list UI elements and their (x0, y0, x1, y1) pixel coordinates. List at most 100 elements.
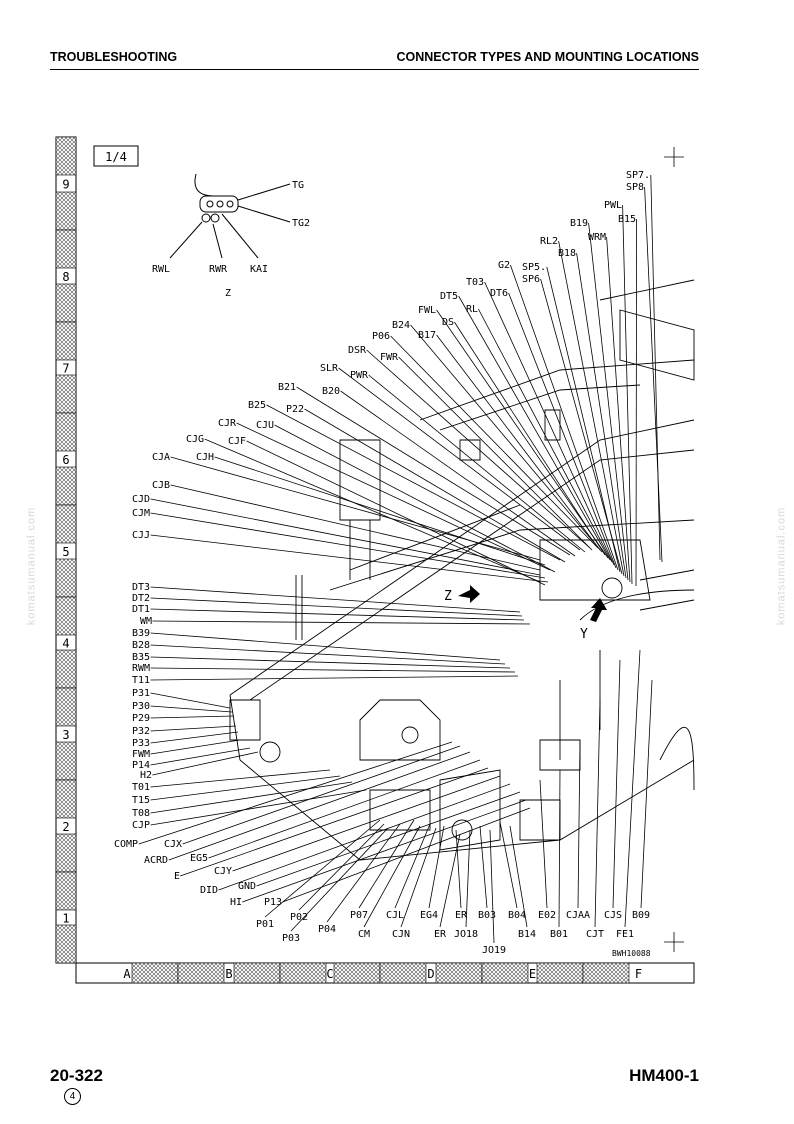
connector-label-b14-b15: B14 (518, 929, 536, 940)
detail-z-label-rwl: RWL (152, 264, 170, 275)
connector-label-slr-8: SLR (320, 363, 339, 374)
connector-label-p01-b0: P01 (256, 919, 274, 930)
connector-label-sp8-31: SP8 (626, 182, 644, 193)
revision-mark: 4 (64, 1088, 81, 1105)
connector-label-t11-14: T11 (132, 675, 150, 686)
connector-label-cjj-5: CJJ (132, 530, 150, 541)
connector-label-gnd-34: GND (238, 881, 256, 892)
connector-label-cjf-1: CJF (228, 436, 246, 447)
registration-marks (664, 147, 684, 952)
row-label-2: 2 (62, 820, 69, 834)
connector-label-p14-21: P14 (132, 760, 150, 771)
connector-label-p33-19: P33 (132, 738, 150, 749)
connector-label-er-b10: ER (434, 929, 447, 940)
connector-label-cjr-2: CJR (218, 418, 237, 429)
connector-label-h2-22: H2 (140, 770, 152, 781)
connector-label-p31-15: P31 (132, 688, 150, 699)
connector-label-dsr-10: DSR (348, 345, 367, 356)
connector-label-cjs-b20: CJS (604, 910, 622, 921)
connector-label-did-33: DID (200, 885, 218, 896)
detail-z-label-tg: TG (292, 180, 304, 191)
connector-label-cjy-32: CJY (214, 866, 232, 877)
connector-label-cja-0: CJA (152, 452, 170, 463)
connector-label-b17-13: B17 (418, 330, 436, 341)
sheet-label-box: 1/4 (93, 145, 139, 167)
connector-label-cm-b5: CM (358, 929, 370, 940)
connector-label-rl-18: RL (466, 304, 478, 315)
connector-label-p02-b1: P02 (290, 912, 308, 923)
connector-label-p07-b4: P07 (350, 910, 368, 921)
connector-label-sp6-23: SP6 (522, 274, 540, 285)
connector-label-dt1-8: DT1 (132, 604, 150, 615)
connector-label-b18-25: B18 (558, 248, 576, 259)
connector-label-acrd-29: ACRD (144, 855, 168, 866)
connector-label-p32-18: P32 (132, 726, 150, 737)
connector-label-cjm-4: CJM (132, 508, 150, 519)
connector-label-fwr-11: FWR (380, 352, 399, 363)
connector-label-p30-16: P30 (132, 701, 150, 712)
connector-label-p03-b2: P03 (282, 933, 300, 944)
connector-label-ds-15: DS (442, 317, 454, 328)
connector-label-sp5-22: SP5. (522, 262, 546, 273)
view-y-label: Y (580, 627, 588, 642)
connector-label-b01-b17: B01 (550, 929, 568, 940)
footer-page-number: 20-322 (50, 1066, 103, 1085)
detail-z-connector (169, 173, 291, 259)
col-label-e: E (529, 967, 536, 981)
connector-label-p04-b3: P04 (318, 924, 336, 935)
connector-label-cjx-28: CJX (164, 839, 182, 850)
connector-label-e-31: E (174, 871, 180, 882)
header-section-title: TROUBLESHOOTING (50, 50, 178, 64)
col-label-a: A (123, 967, 131, 981)
connector-label-cju-3: CJU (256, 420, 274, 431)
connector-label-p13-36: P13 (264, 897, 282, 908)
connector-label-rl2-24: RL2 (540, 236, 558, 247)
detail-z-title: Z (225, 288, 231, 299)
connector-label-cjt-b19: CJT (586, 929, 604, 940)
connector-label-fwm-20: FWM (132, 749, 150, 760)
connector-label-b28-11: B28 (132, 640, 150, 651)
connector-label-er-b9: ER (455, 910, 468, 921)
footer-model: HM400-1 (629, 1066, 699, 1085)
connector-label-sp7-30: SP7. (626, 170, 650, 181)
row-label-6: 6 (62, 453, 69, 467)
connector-label-fe1-b21: FE1 (616, 929, 634, 940)
view-z-label: Z (444, 589, 452, 604)
connector-label-b21-6: B21 (278, 382, 296, 393)
connector-label-eg4-b8: EG4 (420, 910, 438, 921)
connector-label-dt6-20: DT6 (490, 288, 508, 299)
connector-label-t01-23: T01 (132, 782, 150, 793)
connector-label-dt5-17: DT5 (440, 291, 458, 302)
connector-label-cjh-1: CJH (196, 452, 214, 463)
connector-label-eg5-30: EG5 (190, 853, 208, 864)
header-page-title: CONNECTOR TYPES AND MOUNTING LOCATIONS (396, 50, 699, 64)
connector-label-t03-19: T03 (466, 277, 484, 288)
connector-label-jo19-b13: JO19 (482, 945, 506, 956)
view-arrows (458, 585, 607, 622)
connector-label-cjl-b6: CJL (386, 910, 404, 921)
connector-label-wrm-27: WRM (588, 232, 606, 243)
connector-label-cjb-2: CJB (152, 480, 170, 491)
row-label-8: 8 (62, 270, 69, 284)
connector-label-p06-12: P06 (372, 331, 390, 342)
connector-label-b04-b14: B04 (508, 910, 526, 921)
connector-label-b09-b22: B09 (632, 910, 650, 921)
detail-z-label-rwr: RWR (209, 264, 228, 275)
col-label-b: B (225, 967, 232, 981)
connector-label-b25-4: B25 (248, 400, 266, 411)
connector-label-dt3-6: DT3 (132, 582, 150, 593)
connector-label-cjaa-b18: CJAA (566, 910, 590, 921)
connector-label-b03-b12: B03 (478, 910, 496, 921)
row-label-5: 5 (62, 545, 69, 559)
connector-label-t15-24: T15 (132, 795, 150, 806)
connector-label-fwl-16: FWL (418, 305, 436, 316)
connector-label-pwl-28: PWL (604, 200, 622, 211)
connector-label-wm-9: WM (140, 616, 152, 627)
sheet-label: 1/4 (105, 150, 127, 164)
connector-label-cjp-26: CJP (132, 820, 150, 831)
connector-label-t08-25: T08 (132, 808, 150, 819)
detail-z-label-tg2: TG2 (292, 218, 310, 229)
connector-label-cjd-3: CJD (132, 494, 150, 505)
connector-label-e02-b16: E02 (538, 910, 556, 921)
